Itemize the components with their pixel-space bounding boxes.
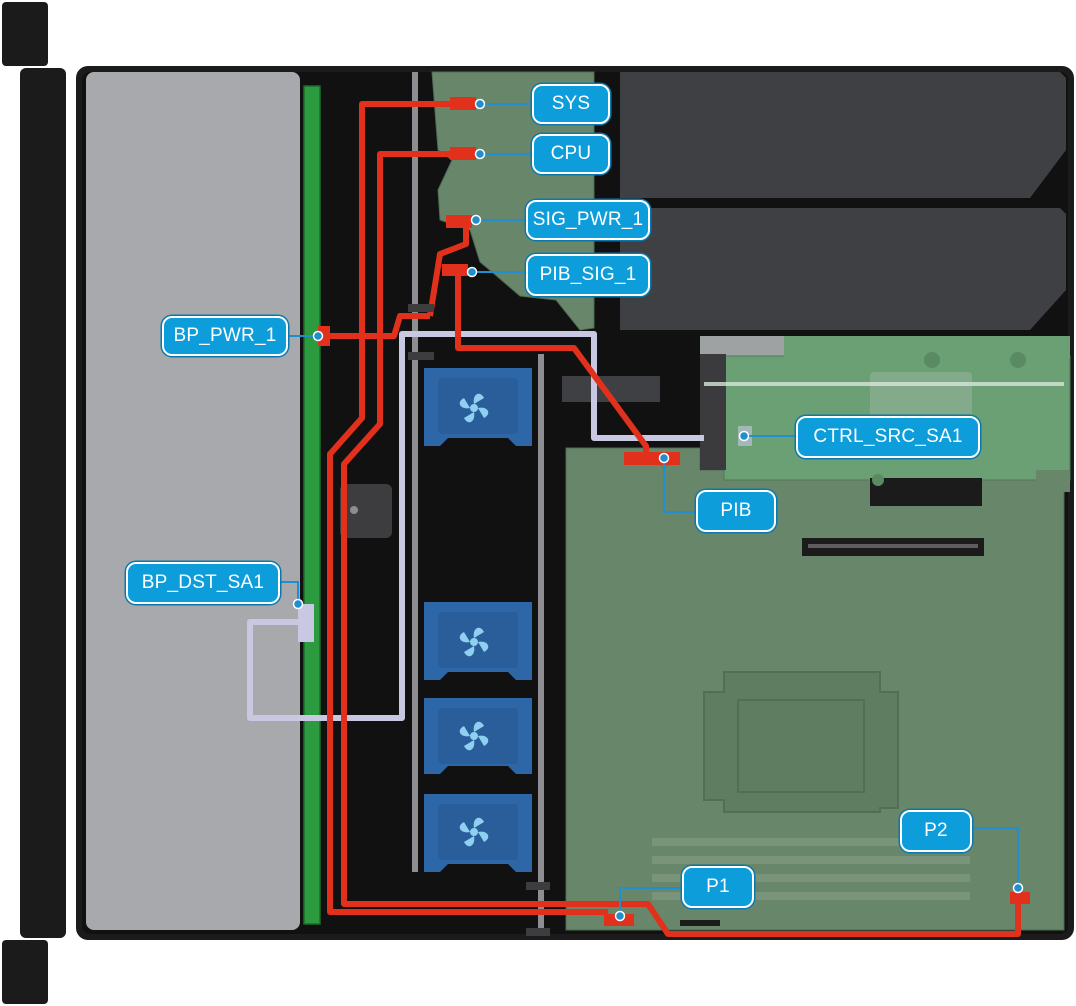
connector-pib-sig-1 xyxy=(442,264,468,276)
power-supply-1 xyxy=(620,72,1066,198)
backplane xyxy=(303,85,321,925)
power-supply-2 xyxy=(620,208,1066,330)
label-bp-pwr-1: BP_PWR_1 xyxy=(162,316,288,356)
fan-rail-right xyxy=(538,354,544,934)
label-p2: P2 xyxy=(900,810,972,852)
connector-cpu xyxy=(450,147,476,160)
dimm-slots xyxy=(652,838,970,900)
fan-2 xyxy=(424,602,532,680)
connector-sig-pwr-1 xyxy=(446,215,472,228)
power-cable-cpu xyxy=(341,151,1021,937)
connector-bp-pwr-1 xyxy=(318,326,330,346)
fan-icon xyxy=(459,721,489,751)
label-bp-dst-sa1: BP_DST_SA1 xyxy=(126,562,280,604)
connector-pib xyxy=(624,452,680,465)
power-cable-sys xyxy=(327,101,608,915)
label-p1: P1 xyxy=(682,866,754,908)
fan-rail-left xyxy=(412,72,418,872)
label-ctrl-src-sa1: CTRL_SRC_SA1 xyxy=(796,416,980,458)
fan-4 xyxy=(424,794,532,872)
label-sig-pwr-1: SIG_PWR_1 xyxy=(526,200,650,240)
connector-bp-dst-sa1 xyxy=(298,604,314,642)
cpu-socket xyxy=(703,671,899,813)
rack-rail-left xyxy=(2,2,66,1004)
label-sys: SYS xyxy=(532,84,610,124)
drive-bay xyxy=(86,72,300,930)
signal-cable-controller xyxy=(247,331,704,721)
connector-sys xyxy=(450,97,476,110)
label-pib: PIB xyxy=(696,490,776,532)
fan-icon xyxy=(459,627,489,657)
connector-p2 xyxy=(1010,892,1030,904)
fan-icon xyxy=(459,817,489,847)
label-pib-sig-1: PIB_SIG_1 xyxy=(526,254,650,296)
cable-clip-block xyxy=(340,484,392,538)
fan-1 xyxy=(424,368,532,446)
power-cable-bp-pwr xyxy=(322,313,430,339)
fan-icon xyxy=(459,393,489,423)
label-cpu: CPU xyxy=(532,134,610,174)
